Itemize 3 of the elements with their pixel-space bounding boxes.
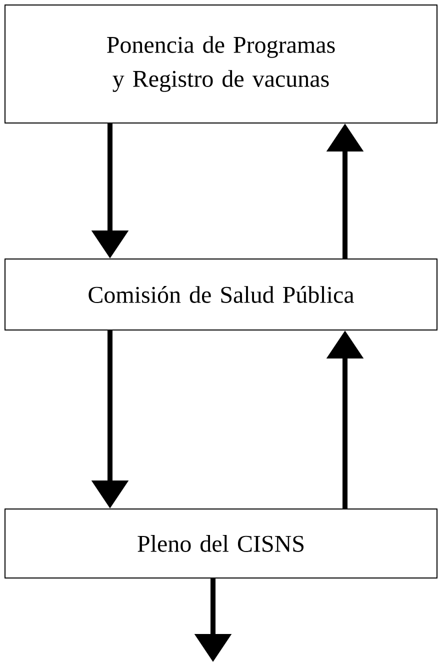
process-box: Pleno del CISNS xyxy=(4,508,438,578)
process-box: Ponencia de Programas y Registro de vacunas xyxy=(4,4,438,124)
process-box: Comisión de Salud Pública xyxy=(4,258,438,330)
